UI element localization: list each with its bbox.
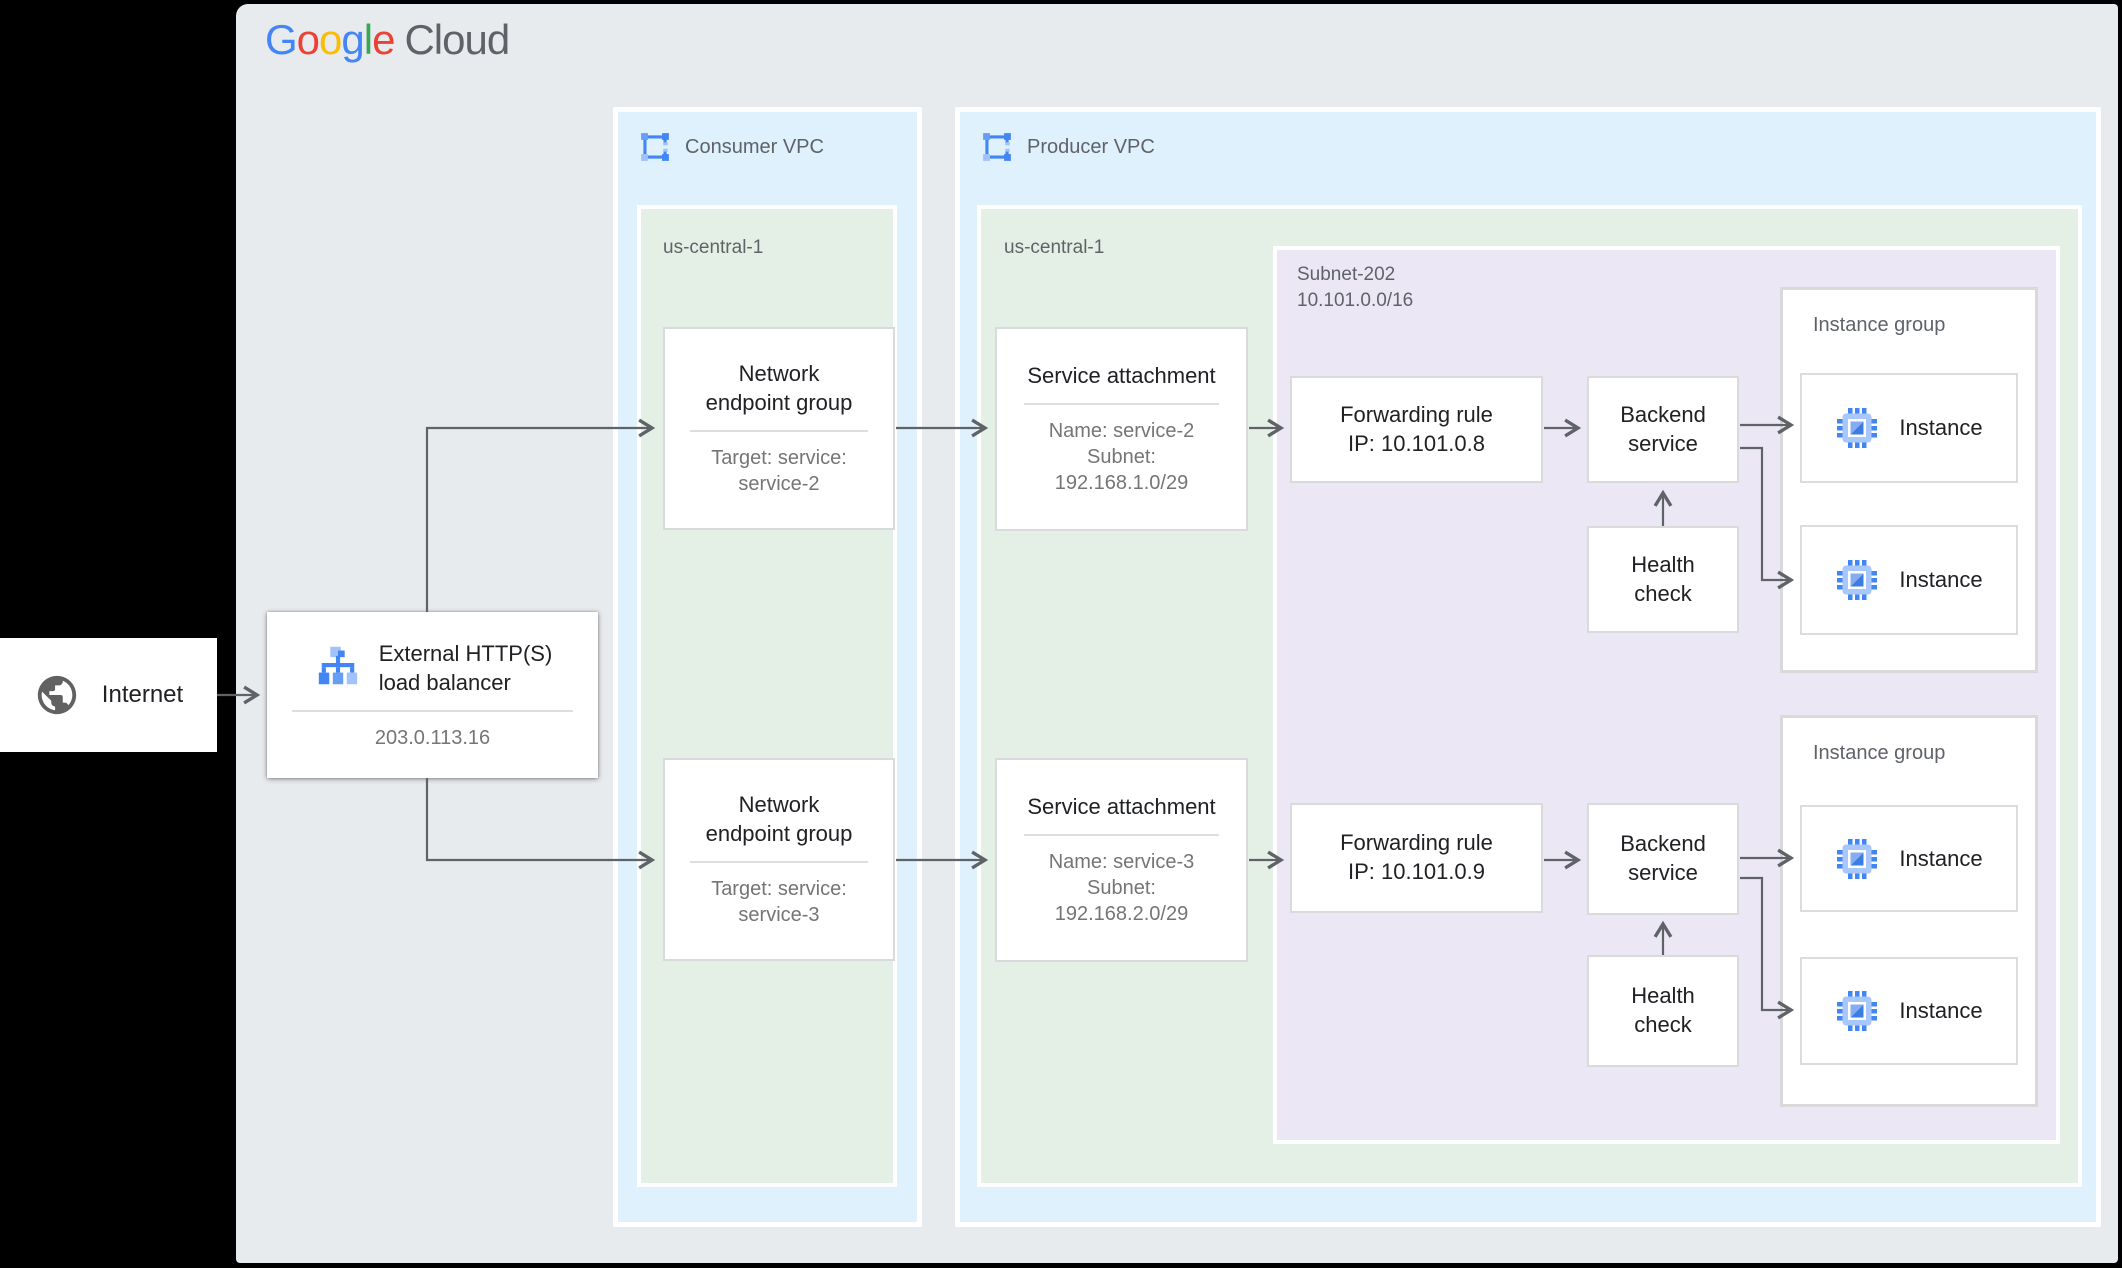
- divider: [291, 710, 574, 713]
- service-attachment-1-title: Service attachment: [1027, 362, 1216, 388]
- consumer-vpc-label: Consumer VPC: [685, 135, 824, 158]
- backend-service-2: Backend service: [1587, 803, 1739, 915]
- compute-instance-icon: [1837, 560, 1878, 600]
- instance-2-2: Instance: [1800, 957, 2018, 1065]
- producer-vpc-header: Producer VPC: [980, 130, 1155, 164]
- instance-label: Instance: [1899, 567, 1983, 592]
- instance-1-1: Instance: [1800, 373, 2018, 483]
- compute-instance-icon: [1837, 408, 1878, 448]
- producer-vpc-label: Producer VPC: [1027, 135, 1155, 158]
- forwarding-rule-1: Forwarding rule IP: 10.101.0.8: [1290, 376, 1543, 483]
- producer-region-label: us-central-1: [1004, 237, 1105, 258]
- vpc-icon: [981, 131, 1013, 163]
- instance-2-1: Instance: [1800, 805, 2018, 912]
- logo-letter: G: [265, 16, 298, 63]
- instance-label: Instance: [1899, 415, 1983, 440]
- forwarding-rule-2: Forwarding rule IP: 10.101.0.9: [1290, 803, 1543, 913]
- internet-label: Internet: [101, 681, 184, 708]
- logo-letter: e: [372, 16, 395, 63]
- instance-group-1-label: Instance group: [1813, 314, 1946, 336]
- backend-service-2-label: Backend service: [1620, 831, 1706, 885]
- logo-letter: o: [319, 16, 342, 63]
- instance-label: Instance: [1899, 845, 1983, 871]
- subnet-label: Subnet-202 10.101.0.0/16: [1297, 264, 1414, 311]
- service-attachment-2-title: Service attachment: [1027, 793, 1216, 819]
- health-check-1: Health check: [1587, 526, 1739, 633]
- health-check-2: Health check: [1587, 955, 1739, 1067]
- backend-service-1: Backend service: [1587, 376, 1739, 483]
- vpc-icon: [639, 131, 671, 163]
- forwarding-rule-2-label: Forwarding rule IP: 10.101.0.9: [1340, 830, 1493, 884]
- logo-cloud-text: Cloud: [404, 16, 510, 63]
- neg-1-title: Network endpoint group: [705, 360, 853, 415]
- logo-letter: l: [363, 16, 373, 63]
- load-balancer-title: External HTTP(S) load balancer: [378, 640, 553, 695]
- consumer-region-label: us-central-1: [663, 237, 764, 258]
- logo-letter: g: [341, 16, 364, 63]
- load-balancer-icon: [318, 646, 357, 685]
- compute-instance-icon: [1837, 838, 1878, 879]
- service-attachment-2: Service attachment Name: service-3 Subne…: [995, 758, 1248, 962]
- health-check-1-label: Health check: [1631, 551, 1695, 606]
- globe-icon: [37, 675, 76, 715]
- backend-service-1-label: Backend service: [1620, 401, 1706, 456]
- internet-node: Internet: [0, 638, 217, 752]
- consumer-vpc-zone: Consumer VPC us-central-1: [613, 107, 922, 1227]
- neg-2-title: Network endpoint group: [705, 791, 853, 846]
- divider: [1024, 834, 1219, 837]
- instance-group-2-label: Instance group: [1813, 742, 1946, 764]
- compute-instance-icon: [1837, 991, 1878, 1031]
- service-attachment-2-detail: Name: service-3 Subnet: 192.168.2.0/29: [1048, 851, 1195, 926]
- instance-label: Instance: [1899, 998, 1983, 1023]
- service-attachment-1-detail: Name: service-2 Subnet: 192.168.1.0/29: [1048, 420, 1195, 495]
- forwarding-rule-1-label: Forwarding rule IP: 10.101.0.8: [1340, 401, 1493, 456]
- neg-2-detail: Target: service: service-3: [711, 878, 847, 927]
- load-balancer-ip: 203.0.113.16: [374, 727, 491, 750]
- instance-1-2: Instance: [1800, 525, 2018, 635]
- health-check-2-label: Health check: [1631, 983, 1695, 1037]
- divider: [1024, 403, 1219, 406]
- network-endpoint-group-1: Network endpoint group Target: service: …: [663, 327, 895, 530]
- divider: [690, 430, 868, 433]
- load-balancer-node: External HTTP(S) load balancer 203.0.113…: [267, 612, 598, 778]
- consumer-vpc-header: Consumer VPC: [638, 130, 824, 164]
- neg-1-detail: Target: service: service-2: [711, 447, 847, 496]
- divider: [690, 861, 868, 864]
- network-endpoint-group-2: Network endpoint group Target: service: …: [663, 758, 895, 961]
- service-attachment-1: Service attachment Name: service-2 Subne…: [995, 327, 1248, 531]
- logo-letter: o: [296, 16, 320, 63]
